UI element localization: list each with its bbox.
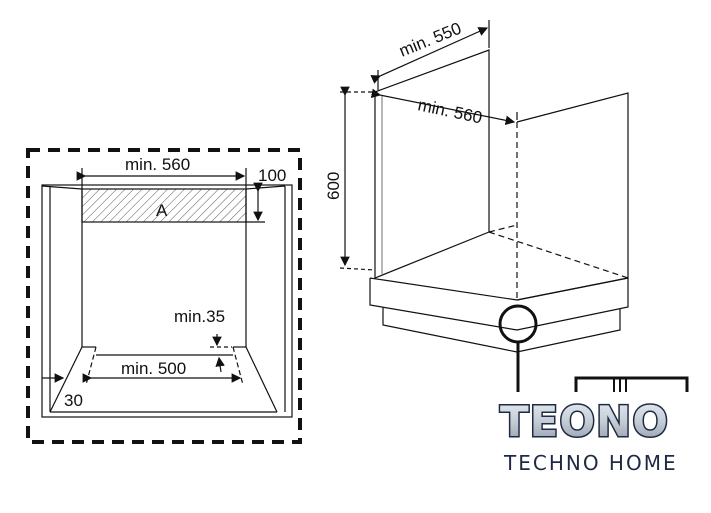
bottom-width-label: min. 500 (121, 359, 186, 378)
area-label: A (156, 201, 168, 220)
front-view-drawing (26, 148, 302, 444)
detail-circle (498, 304, 538, 344)
width-label: min. 560 (125, 155, 190, 174)
teono-logo: TEONO TECHNO HOME (498, 396, 702, 475)
cabinet-height-label: 600 (324, 172, 343, 200)
dashed-boundary (26, 148, 302, 444)
logo-brand: TEONO (500, 397, 669, 446)
cabinet-3d-drawing (339, 20, 689, 392)
logo-tagline: TECHNO HOME (503, 451, 678, 475)
height-label: 100 (258, 166, 286, 185)
depth-label: min. 550 (396, 19, 464, 61)
side-label: 30 (64, 391, 83, 410)
gap-label: min.35 (174, 307, 225, 326)
hatched-area-a (81, 188, 247, 223)
